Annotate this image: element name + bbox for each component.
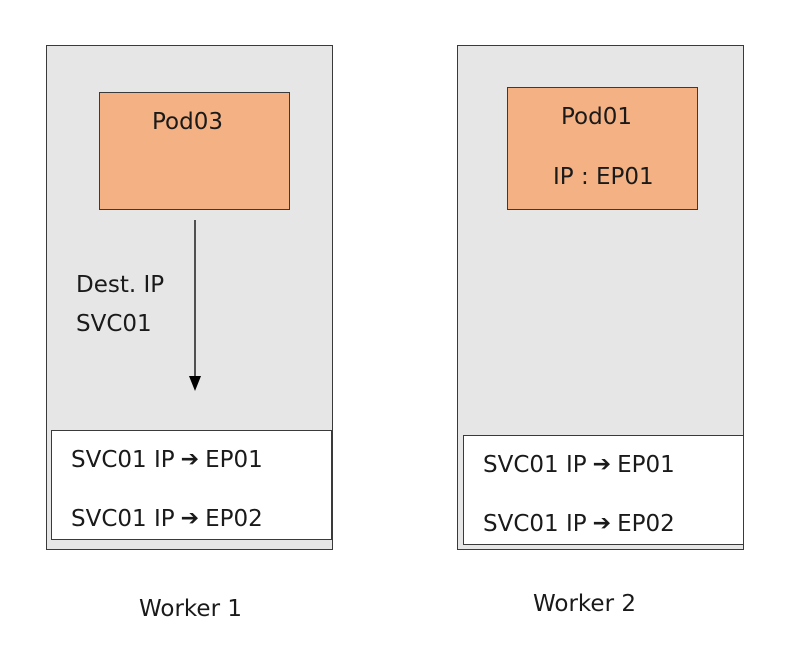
worker-2-label: Worker 2 — [533, 591, 636, 617]
pod-01-ip: IP : EP01 — [553, 164, 654, 190]
rule-svc: SVC01 IP — [71, 447, 175, 473]
right-arrow-icon: ➔ — [592, 452, 612, 477]
rule-svc: SVC01 IP — [483, 452, 587, 478]
rule-endpoint: EP02 — [205, 506, 263, 532]
pod-03 — [99, 92, 290, 210]
rule-endpoint: EP01 — [617, 452, 675, 478]
rule-svc: SVC01 IP — [71, 506, 175, 532]
worker-1-service-rules-table — [51, 430, 332, 540]
rule-svc: SVC01 IP — [483, 511, 587, 537]
pod-01 — [507, 87, 698, 210]
pod-01-name: Pod01 — [561, 104, 632, 130]
worker-1-rule-1: SVC01 IP➔EP01 — [71, 447, 263, 474]
right-arrow-icon: ➔ — [592, 511, 612, 536]
worker-1-rule-2: SVC01 IP➔EP02 — [71, 506, 263, 533]
dest-ip-value: SVC01 — [76, 311, 152, 337]
rule-endpoint: EP02 — [617, 511, 675, 537]
right-arrow-icon: ➔ — [180, 506, 200, 531]
rule-endpoint: EP01 — [205, 447, 263, 473]
worker-2-rule-1: SVC01 IP➔EP01 — [483, 452, 675, 479]
dest-ip-label: Dest. IP — [76, 272, 165, 298]
worker-2-service-rules-table — [463, 435, 744, 545]
right-arrow-icon: ➔ — [180, 447, 200, 472]
worker-2-rule-2: SVC01 IP➔EP02 — [483, 511, 675, 538]
worker-1-label: Worker 1 — [139, 596, 242, 622]
pod-03-name: Pod03 — [152, 109, 223, 135]
